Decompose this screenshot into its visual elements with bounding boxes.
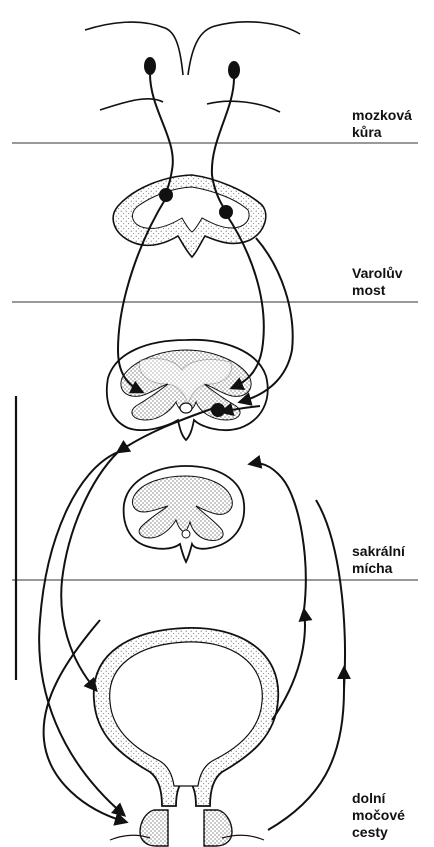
label-lower-urinary-tract: dolní močové cesty [352,790,432,841]
central-canal-upper [180,403,192,413]
central-canal-lower [182,530,190,538]
afferent-sphincter-right [268,500,345,830]
label-pons: Varolův most [352,265,432,299]
label-sacral-cord: sakrální mícha [352,543,432,577]
pons-nucleus-right [219,205,233,219]
spinal-cord-section-upper [107,340,268,440]
label-cerebral-cortex: mozková kůra [352,107,432,141]
external-sphincter [110,810,264,846]
cortical-neuron-right [228,61,240,79]
spinal-cord-section-lower [124,466,245,562]
sacral-nucleus [211,403,225,417]
urinary-bladder [94,628,279,806]
pathway-cortex-left [150,74,173,192]
cortical-neuron-left [144,57,156,75]
cortical-neurons [144,57,240,79]
cerebral-cortex-outline [85,22,300,112]
